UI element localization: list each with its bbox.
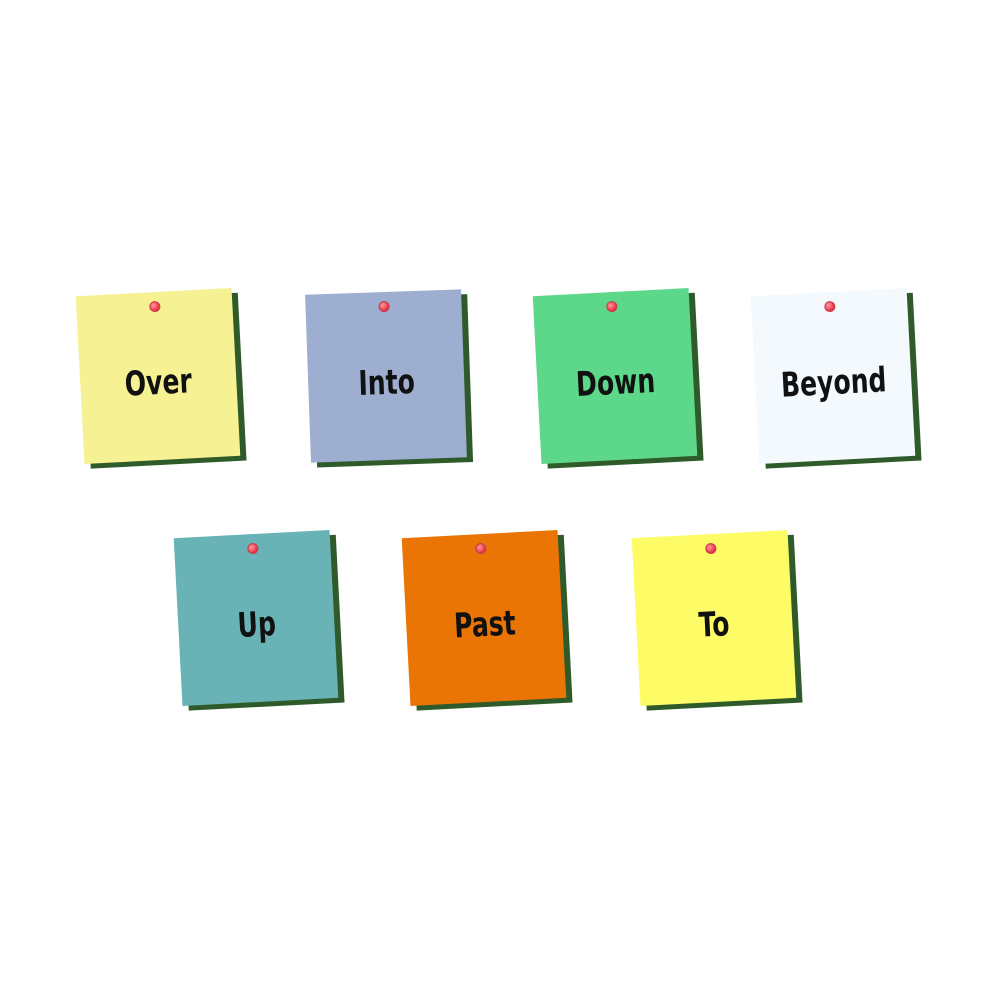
note-label: Down [574,360,656,406]
push-pin-icon [705,542,717,555]
note-label: Over [123,361,193,405]
note-label: To [698,604,731,646]
sticky-note-to[interactable]: To [631,530,797,706]
push-pin-icon [475,542,487,555]
note-label: Past [452,603,517,647]
push-pin-icon [824,300,836,313]
sticky-note-up[interactable]: Up [173,530,339,706]
push-pin-icon [247,542,259,555]
sticky-note-over[interactable]: Over [75,288,241,464]
sticky-note-past[interactable]: Past [401,530,567,706]
sticky-note-into[interactable]: Into [305,289,467,463]
note-label: Beyond [779,360,888,406]
sticky-note-beyond[interactable]: Beyond [750,288,916,464]
push-pin-icon [378,300,390,313]
sticky-note-down[interactable]: Down [532,288,698,464]
note-label: Up [236,604,277,646]
push-pin-icon [149,300,161,313]
push-pin-icon [606,300,618,313]
note-label: Into [357,362,416,404]
